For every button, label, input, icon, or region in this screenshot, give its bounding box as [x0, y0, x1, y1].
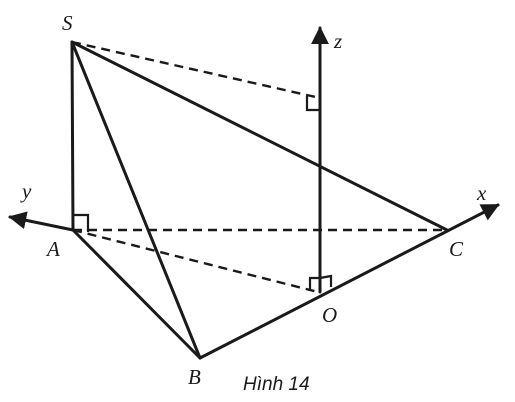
point-label-C: C: [449, 237, 464, 261]
point-label-O: O: [322, 303, 337, 327]
axis-label-z: z: [333, 29, 342, 53]
right-angle-mark-O-left: [308, 276, 320, 291]
right-angle-mark-A: [73, 213, 90, 232]
axis-label-x: x: [476, 181, 487, 205]
edge-AB: [71, 228, 202, 360]
y-axis: [8, 211, 75, 232]
x-axis: [198, 203, 500, 360]
figure-caption: Hình 14: [243, 374, 310, 395]
dashed-A-to-O: [72, 228, 319, 294]
edge-SC: [70, 40, 449, 232]
right-angle-mark-O-right: [319, 274, 333, 287]
edge-SA: [70, 40, 75, 232]
axis-label-y: y: [20, 179, 32, 203]
point-label-A: A: [45, 237, 60, 261]
edge-SB: [70, 40, 202, 360]
dashed-S-to-z: [71, 40, 321, 100]
point-label-B: B: [188, 365, 201, 389]
right-angle-mark-z: [305, 96, 320, 112]
point-label-S: S: [62, 11, 73, 35]
